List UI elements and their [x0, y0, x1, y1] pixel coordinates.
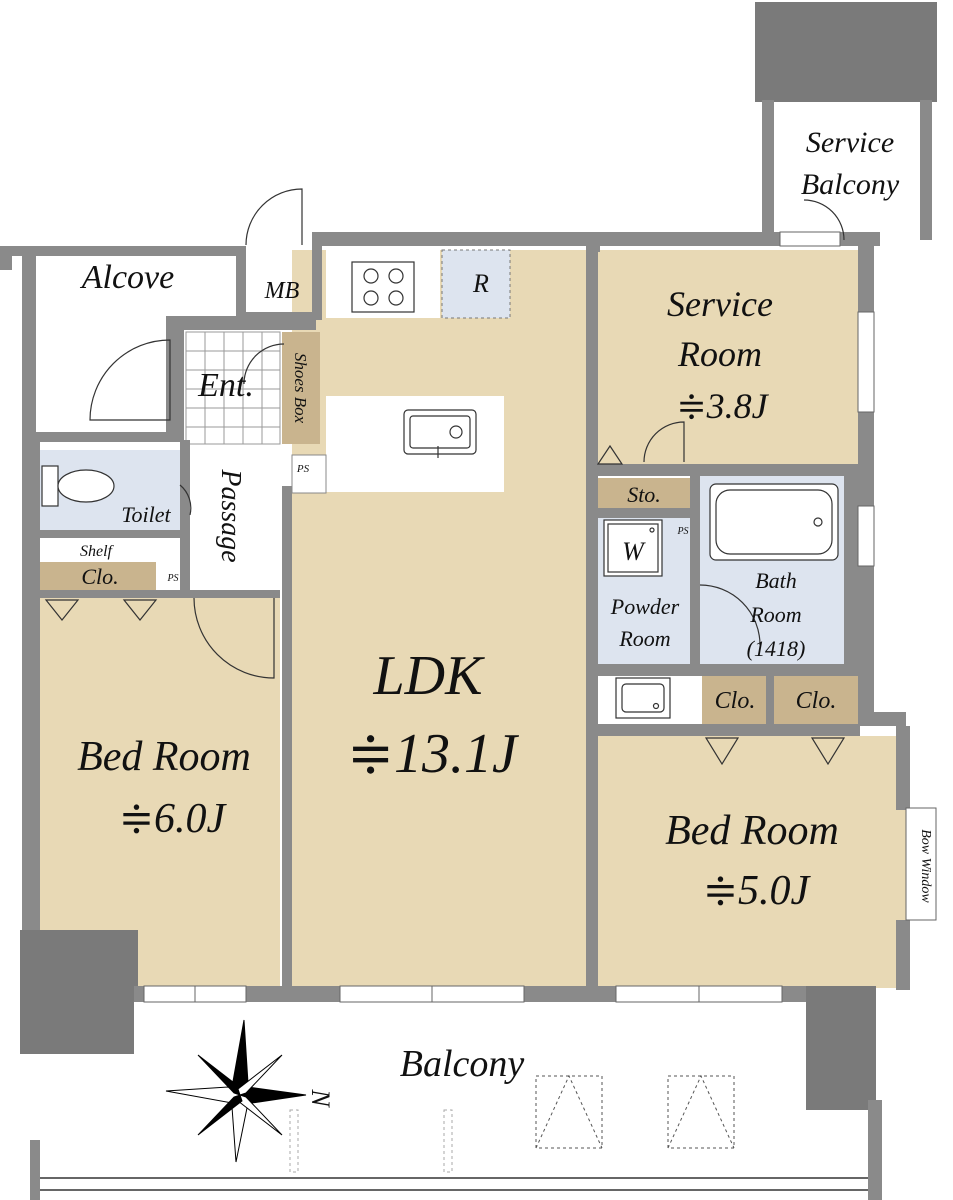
closet-right-2-label: Clo. — [796, 688, 837, 714]
closet-right-2-fill — [774, 676, 858, 724]
washbasin-icon — [615, 677, 671, 719]
closet-right-1-label: Clo. — [715, 688, 756, 714]
entrance-label: Ent. — [197, 367, 254, 404]
refrigerator-label: R — [472, 269, 489, 298]
bed-right-label: Bed Room — [665, 808, 839, 854]
windows — [143, 231, 937, 1003]
closet-left-label: Clo. — [81, 564, 118, 589]
ldk-size-label: ≑13.1J — [347, 723, 520, 785]
storage-fill — [598, 478, 690, 510]
washer-icon — [603, 519, 663, 577]
ldk-label: LDK — [373, 645, 486, 707]
sink-icon — [403, 409, 477, 458]
washer-label: W — [622, 537, 646, 566]
passage-label: Passage — [215, 468, 246, 562]
ps-center-box — [291, 454, 327, 494]
balcony-label: Balcony — [400, 1043, 525, 1085]
bath-room-label-2: Room — [749, 602, 801, 627]
service-room-floor — [598, 250, 858, 466]
bed-left-label: Bed Room — [77, 734, 251, 780]
shoes-box-label: Shoes Box — [291, 353, 310, 424]
powder-room-label-2: Room — [618, 626, 670, 651]
storage-label: Sto. — [627, 482, 661, 507]
service-balcony-label-1: Service — [806, 126, 894, 159]
service-room-label-2: Room — [677, 334, 762, 374]
ldk-floor — [292, 250, 588, 988]
service-room-label-1: Service — [667, 284, 773, 324]
ps-center-label: PS — [296, 463, 310, 475]
service-room-size-label: ≑3.8J — [676, 386, 769, 426]
toilet-label: Toilet — [121, 502, 171, 527]
ps-right-label: PS — [676, 526, 688, 537]
bathtub-icon — [709, 483, 839, 561]
bed-right-floor — [598, 736, 908, 988]
room-labels: Alcove MB Ent. Shoes Box Toilet Passage … — [77, 126, 933, 1108]
bed-left-size-label: ≑6.0J — [119, 796, 228, 842]
ps-left-label: PS — [166, 573, 178, 584]
refrigerator-space — [441, 249, 511, 319]
balcony — [40, 1074, 868, 1191]
closet-right-1-fill — [702, 676, 766, 724]
bed-right-size-label: ≑5.0J — [703, 868, 812, 914]
entrance-tiles — [185, 331, 281, 445]
alcove-label: Alcove — [80, 259, 175, 296]
toilet-icon — [41, 465, 115, 507]
escape-hatch-1 — [535, 1074, 603, 1149]
mb-label: MB — [264, 278, 300, 304]
shoes-box-fill — [282, 332, 320, 444]
shelf-label: Shelf — [80, 543, 115, 560]
bath-room-label-3: (1418) — [747, 636, 806, 661]
doors — [44, 188, 846, 766]
bow-window-label: Bow Window — [918, 829, 933, 903]
north-label: N — [306, 1088, 335, 1108]
closet-left-fill — [40, 562, 156, 590]
bed-left-floor — [40, 598, 280, 988]
powder-room-label-1: Powder — [610, 594, 680, 619]
escape-hatch-2 — [667, 1074, 735, 1149]
bath-room-label-1: Bath — [755, 568, 797, 593]
compass-rose-icon — [165, 1019, 307, 1163]
service-balcony-label-2: Balcony — [801, 168, 900, 201]
stove-icon — [351, 261, 415, 313]
